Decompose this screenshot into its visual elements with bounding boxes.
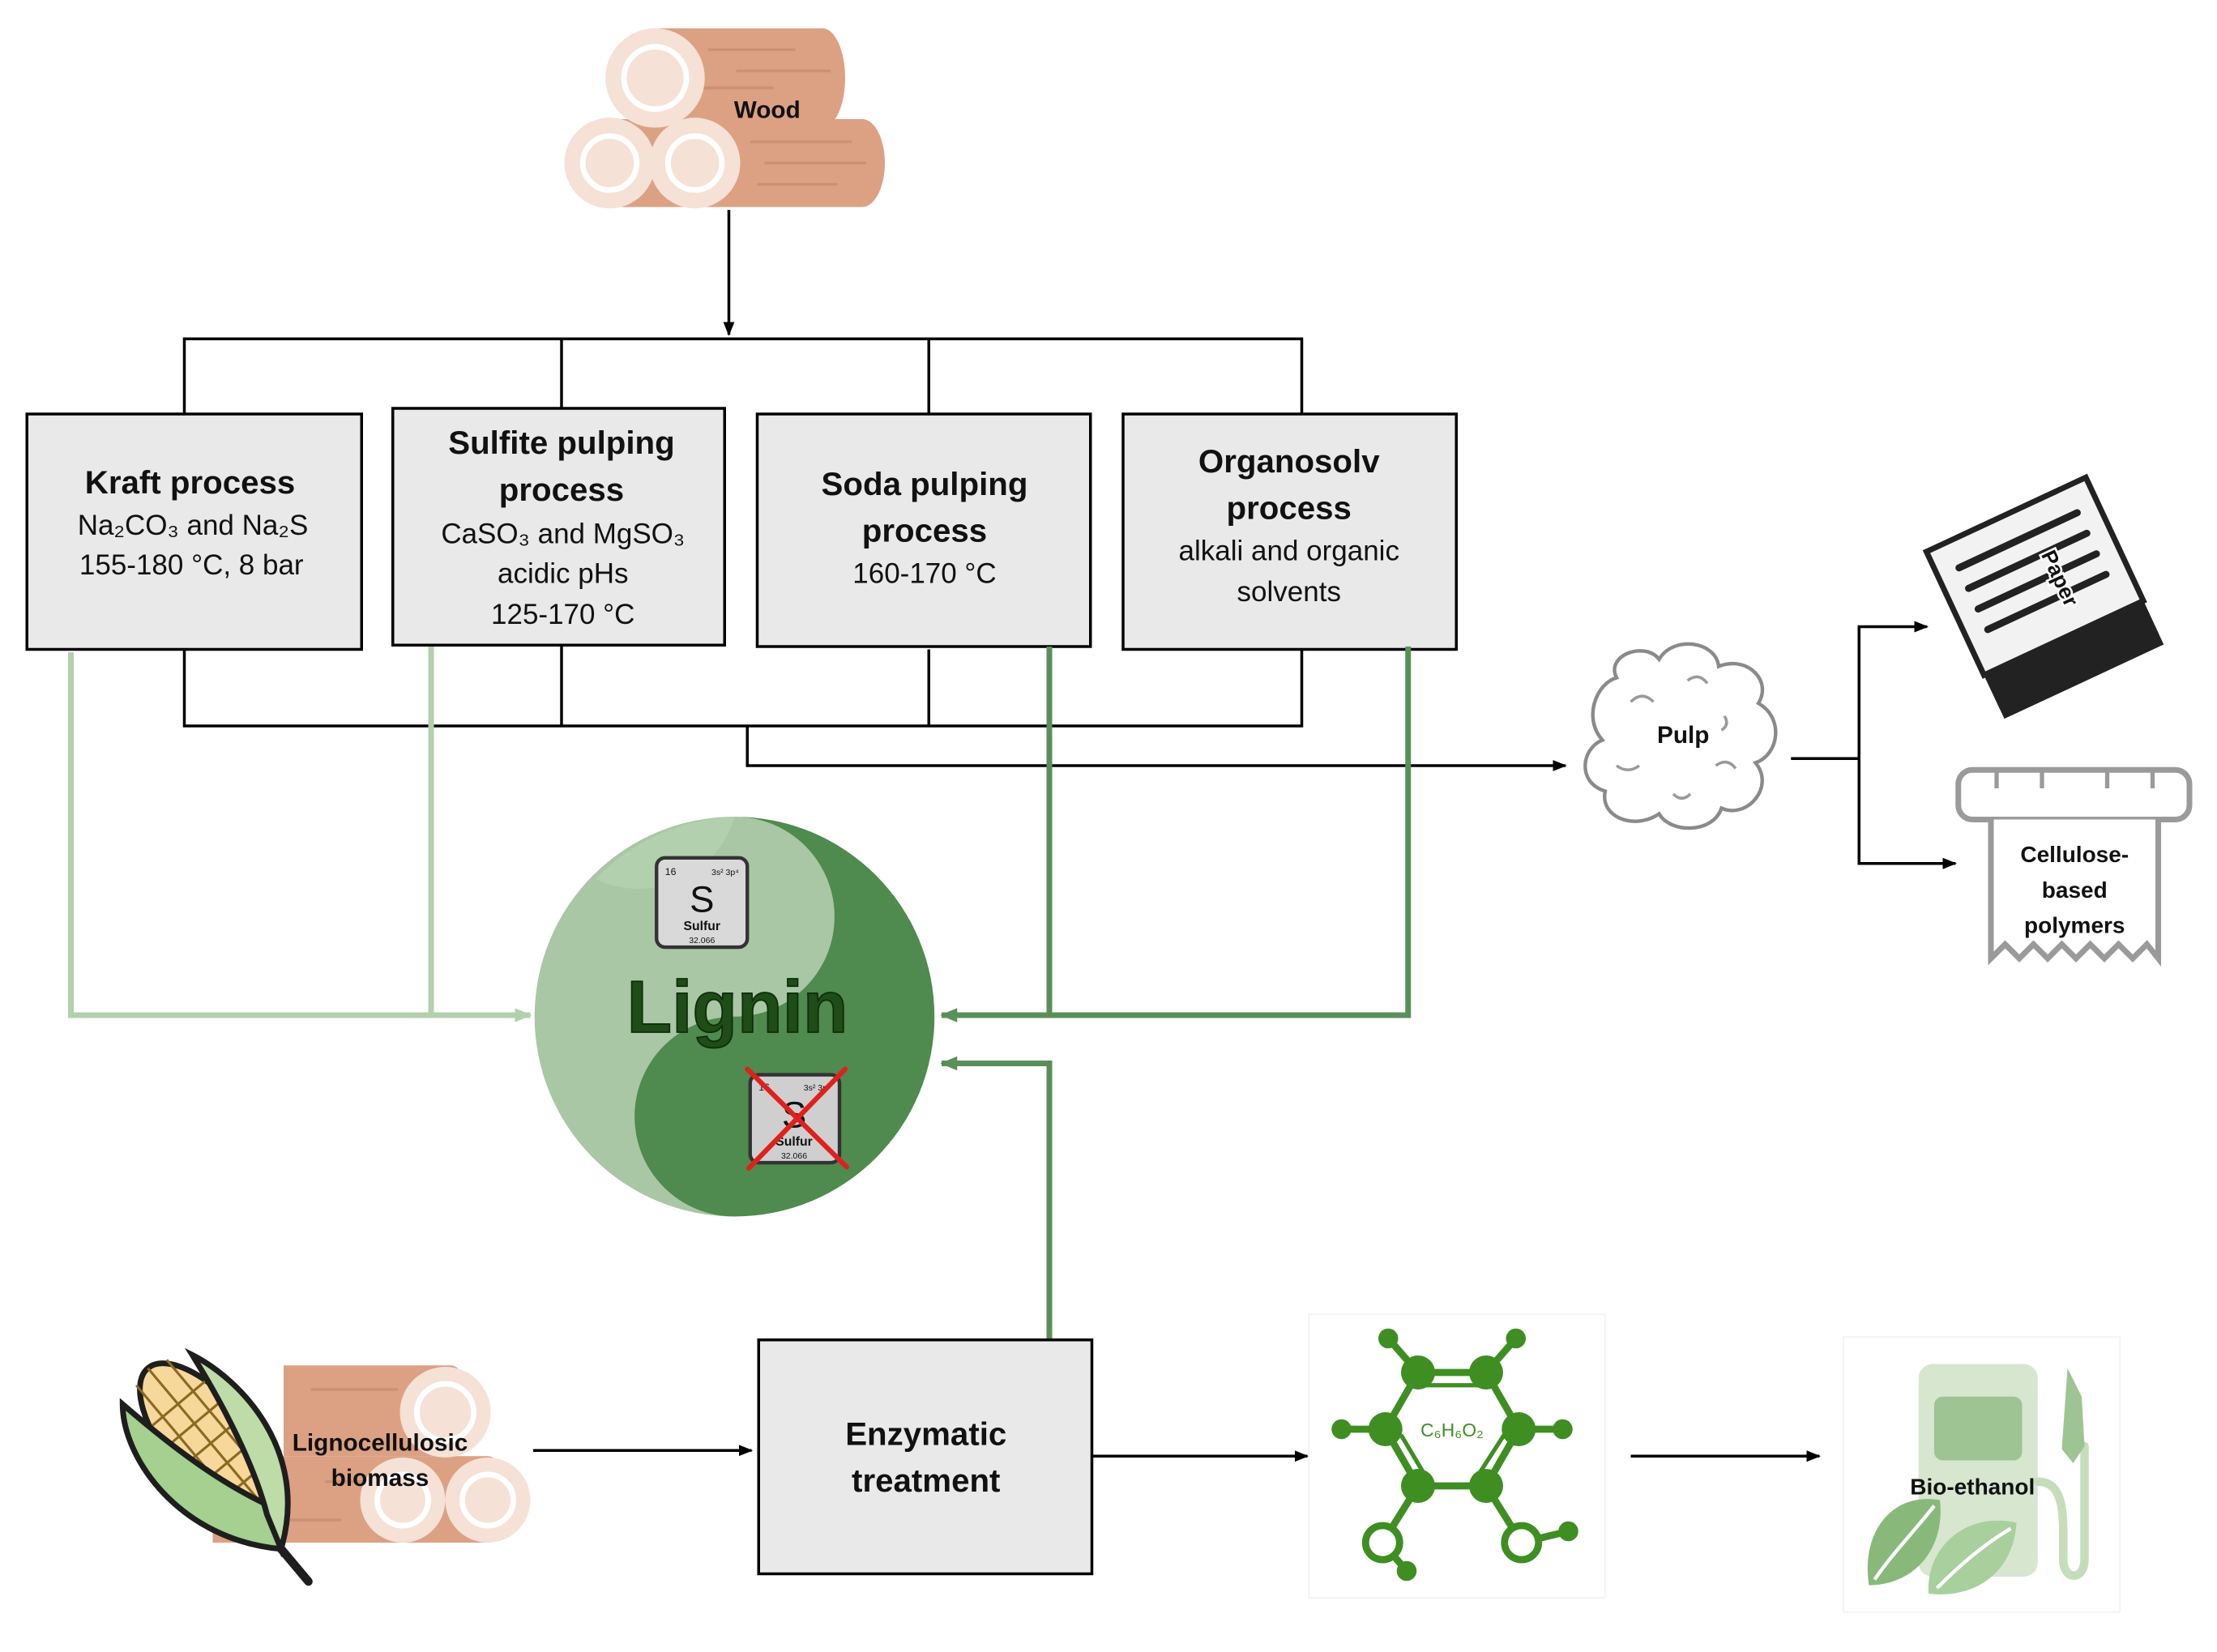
sulfur-free-lignin-arrow: [940, 647, 1412, 1022]
kraft-title: Kraft process: [85, 464, 295, 501]
wood-label: Wood: [734, 96, 801, 123]
sulfur-configuration: 3s² 3p⁴: [711, 868, 739, 877]
sulfur-mass: 32.066: [689, 936, 715, 946]
sulfur-name: Sulfur: [684, 920, 721, 933]
sulfite-title-line1: Sulfite pulping: [448, 425, 674, 461]
sulfur-element-icon: 16 3s² 3p⁴ S Sulfur 32.066: [655, 856, 750, 950]
wood-to-process-connector: [182, 210, 1304, 414]
enzymatic-label-line2: treatment: [852, 1462, 1000, 1499]
biomass-label-line1: Lignocellulosic: [293, 1429, 468, 1456]
biomass-label-line2: biomass: [331, 1465, 429, 1492]
enzymatic-label-line1: Enzymatic: [845, 1415, 1006, 1452]
kraft-process-box: Kraft process Na₂CO₃ and Na₂S 155-180 °C…: [25, 412, 363, 651]
soda-temperature: 160-170 °C: [852, 557, 996, 589]
soda-process-box: Soda pulping process 160-170 °C: [755, 412, 1092, 648]
soda-title-line2: process: [862, 513, 987, 549]
organosolv-chemicals-line1: alkali and organic: [1179, 535, 1399, 566]
cellulose-roll-icon: Cellulose- based polymers: [1955, 766, 2193, 967]
sulfite-title-line2: process: [499, 472, 624, 508]
crossed-sulfur-name: Sulfur: [775, 1135, 813, 1149]
sulfite-temperature: 125-170 °C: [491, 599, 634, 630]
fuel-pump-icon: [1843, 1336, 2121, 1613]
organosolv-title-line1: Organosolv: [1198, 443, 1380, 480]
crossed-sulfur-mass: 32.066: [781, 1151, 807, 1161]
molecule-formula: C₆H₆O₂: [1420, 1419, 1484, 1441]
sulfur-symbol: S: [690, 878, 714, 920]
sulfur-atomic-number: 16: [665, 866, 677, 877]
cellulose-label-line1: Cellulose-: [2020, 842, 2129, 867]
lignin-label: Lignin: [627, 967, 848, 1048]
kraft-conditions: 155-180 °C, 8 bar: [79, 549, 304, 581]
sulfite-process-box: Sulfite pulping process CaSO₃ and MgSO₃ …: [391, 407, 726, 647]
wood-logs-icon: [564, 28, 885, 209]
sulfur-lignin-arrow: [68, 647, 532, 1022]
process-to-pulp-connector: [182, 645, 1567, 771]
organosolv-chemicals-line2: solvents: [1237, 576, 1341, 608]
molecule-icon: C₆H₆O₂: [1308, 1313, 1606, 1599]
biomass-icon: [119, 1347, 531, 1586]
enzymatic-treatment-box: Enzymatic treatment: [757, 1338, 1094, 1576]
pulp-to-products-connector: [1791, 621, 1957, 869]
organosolv-process-box: Organosolv process alkali and organic so…: [1121, 412, 1458, 651]
soda-title-line1: Soda pulping: [822, 466, 1028, 502]
paper-stack-icon: Paper: [1922, 473, 2164, 719]
enzymatic-lignin-arrow: [940, 1056, 1053, 1340]
cellulose-label-line3: polymers: [2024, 913, 2125, 938]
red-cross-icon: [745, 1066, 849, 1172]
bioethanol-label: Bio-ethanol: [1910, 1475, 2035, 1500]
sulfite-chemicals: CaSO₃ and MgSO₃: [441, 518, 685, 549]
kraft-chemicals: Na₂CO₃ and Na₂S: [78, 510, 309, 541]
sulfur-free-icon: 16 3s² 3p⁴ S Sulfur 32.066: [745, 1066, 849, 1172]
pulp-label: Pulp: [1657, 722, 1709, 749]
cellulose-label-line2: based: [2042, 877, 2108, 903]
sulfite-ph: acidic pHs: [498, 557, 628, 589]
pulp-icon: [1583, 642, 1778, 830]
organosolv-title-line2: process: [1227, 490, 1352, 527]
